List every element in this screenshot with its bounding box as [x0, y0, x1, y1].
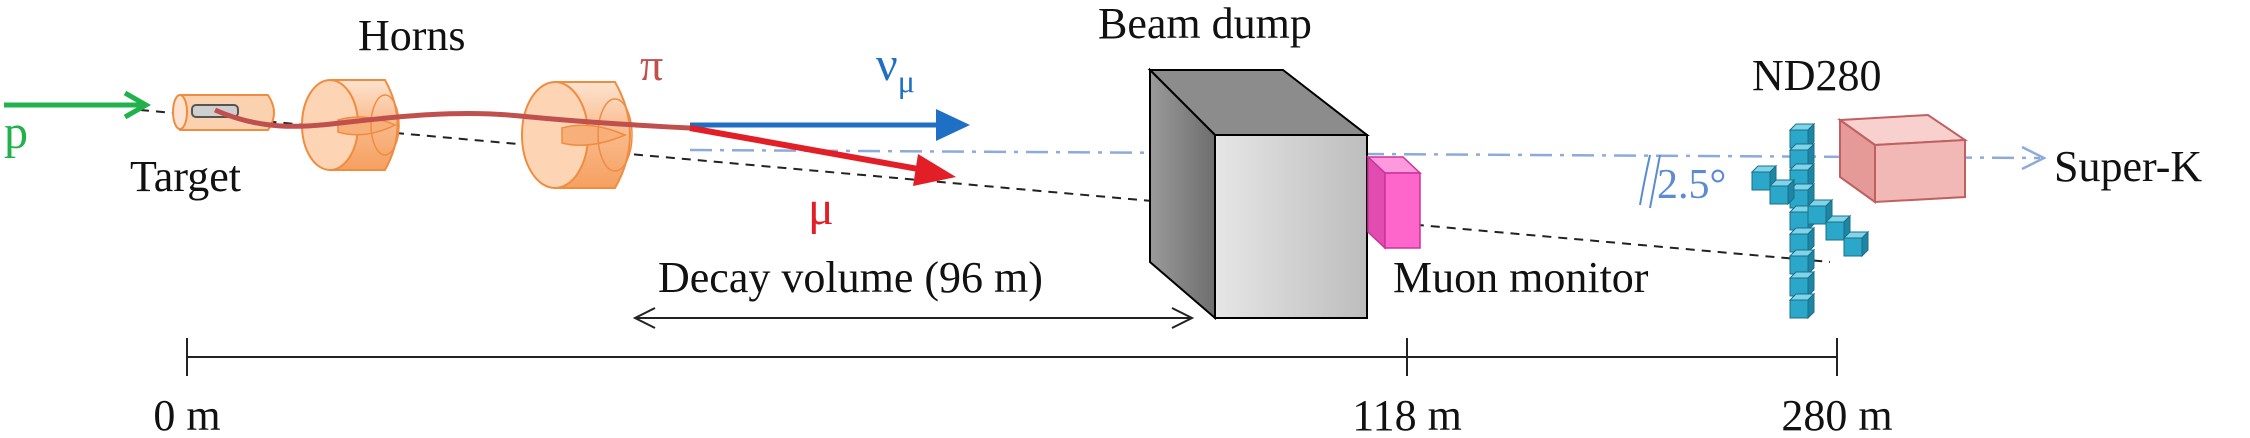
nd280-box: ND280	[1752, 51, 1969, 204]
neutrino-subscript: μ	[898, 63, 915, 99]
muon-track: μ	[689, 125, 956, 235]
neutrino-arrow-head	[936, 109, 970, 141]
nd280-cube	[1788, 270, 1816, 298]
horn-2	[521, 81, 633, 189]
super-k-arrow-head	[2021, 145, 2047, 171]
muon-monitor-label: Muon monitor	[1393, 253, 1649, 302]
target-label: Target	[130, 152, 241, 201]
distance-scale: 0 m 118 m 280 m	[153, 338, 1893, 438]
beam-dump: Beam dump	[1098, 0, 1370, 321]
pion-path	[213, 107, 691, 131]
nd280-label: ND280	[1752, 51, 1882, 100]
proton-arrow-head	[123, 90, 152, 120]
scale-tick-label-0: 0 m	[153, 391, 220, 438]
horns-label: Horns	[358, 11, 466, 60]
super-k-label: Super-K	[2054, 142, 2202, 191]
neutrino-label: νμ	[876, 38, 915, 99]
scale-tick-label-1: 118 m	[1352, 391, 1462, 438]
pion-track: π	[213, 39, 691, 131]
pion-label: π	[640, 39, 663, 90]
nd280-cube	[1788, 226, 1816, 254]
decay-pipe-axis-line	[139, 109, 1831, 263]
muon-arrow-head	[913, 154, 956, 186]
target: Target	[130, 94, 275, 201]
nd280-cube	[1842, 230, 1870, 258]
muon-arrow	[689, 125, 936, 175]
nd280-cube	[1788, 248, 1816, 276]
neutrino-symbol: ν	[876, 38, 898, 91]
beam-dump-front	[1214, 134, 1368, 319]
beam-dump-label: Beam dump	[1098, 0, 1312, 48]
proton-label: p	[4, 106, 28, 159]
muon-label: μ	[808, 182, 834, 235]
scale-tick-label-2: 280 m	[1781, 391, 1892, 438]
decay-volume-dimension: Decay volume (96 m)	[632, 253, 1195, 329]
proton-beam: p	[4, 90, 152, 159]
neutrino-beam: νμ	[690, 38, 970, 141]
muon-monitor: Muon monitor	[1366, 155, 1649, 302]
scale-ticks: 0 m 118 m 280 m	[153, 338, 1893, 438]
decay-volume-label: Decay volume (96 m)	[658, 253, 1043, 302]
nd280-cube	[1768, 178, 1796, 206]
nd280-near-detector	[1750, 122, 1870, 320]
nd280-cube	[1788, 292, 1816, 320]
angle-label: 2.5°	[1657, 162, 1726, 208]
off-axis-angle: 2.5°	[1639, 154, 1726, 209]
